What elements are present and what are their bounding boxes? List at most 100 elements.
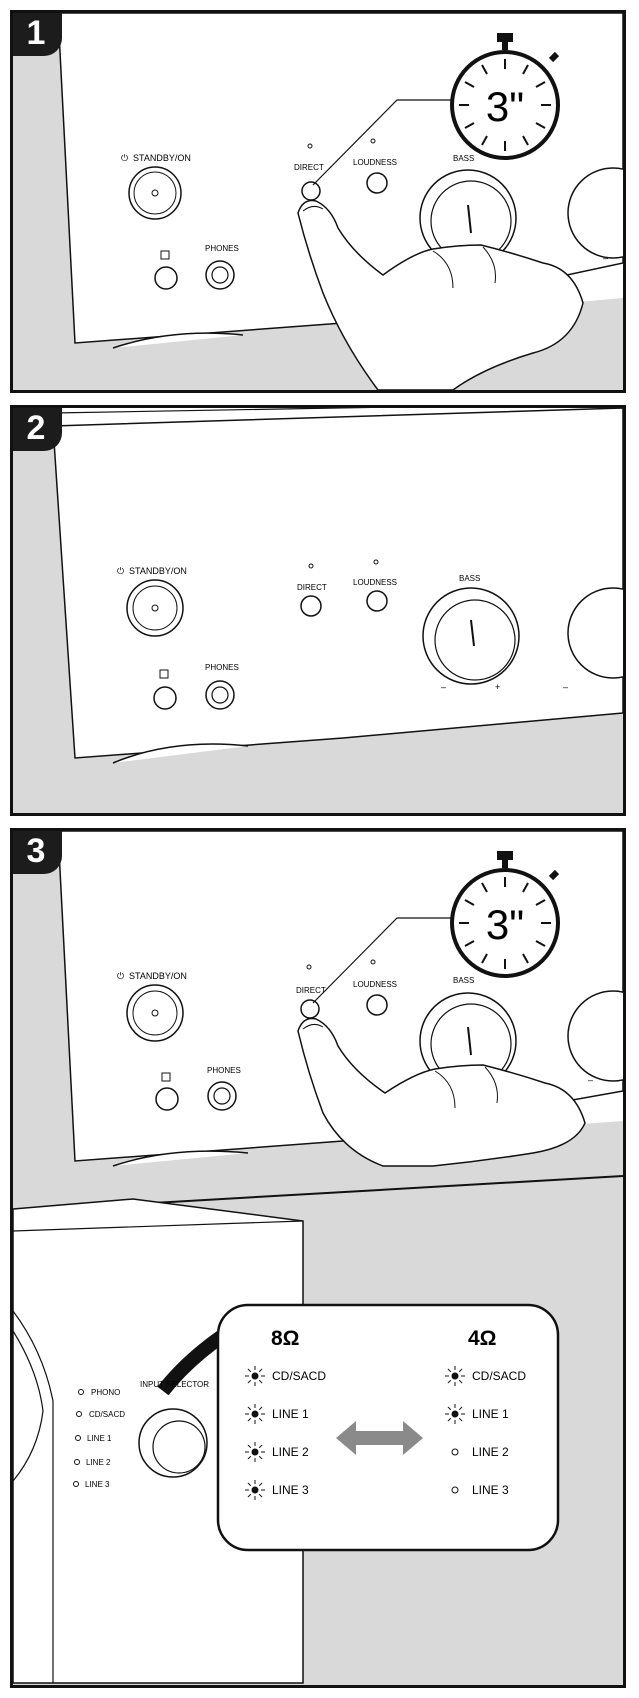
loudness-indicator bbox=[370, 959, 376, 965]
unlit-led-icon bbox=[451, 1448, 459, 1456]
standby-knob-inner bbox=[133, 171, 177, 215]
loudness-button bbox=[366, 590, 388, 612]
phones-jack-inner bbox=[211, 266, 229, 284]
bass-knob-inner bbox=[434, 599, 516, 681]
lit-led-icon bbox=[245, 1480, 265, 1500]
direct-label: DIRECT bbox=[294, 163, 324, 172]
hand bbox=[297, 1017, 586, 1167]
direct-indicator bbox=[308, 563, 314, 569]
input-led bbox=[73, 1481, 79, 1487]
step-1-illustration: ⏻ STANDBY/ON PHONES DIRECT LOUDNESS BASS… bbox=[13, 13, 623, 390]
standby-dot bbox=[151, 189, 159, 197]
direct-button bbox=[300, 999, 320, 1019]
phones-jack-inner bbox=[211, 686, 229, 704]
input-label-line-3: LINE 3 bbox=[85, 1480, 110, 1489]
floor bbox=[13, 408, 623, 813]
amplifier-front-panel bbox=[52, 408, 623, 759]
hand bbox=[297, 199, 584, 390]
loudness-button bbox=[366, 172, 388, 194]
ir-sensor bbox=[153, 686, 177, 710]
phones-label: PHONES bbox=[207, 1066, 241, 1075]
direct-button bbox=[300, 595, 322, 617]
foot bbox=[112, 1150, 249, 1167]
standby-label: STANDBY/ON bbox=[133, 153, 191, 163]
standby-power-icon: ⏻ bbox=[117, 971, 124, 981]
impedance-input-label: CD/SACD bbox=[272, 1369, 326, 1383]
phones-jack-inner bbox=[213, 1087, 231, 1105]
lit-led-icon bbox=[245, 1442, 265, 1462]
direct-label: DIRECT bbox=[297, 583, 327, 592]
input-led bbox=[78, 1389, 84, 1395]
foot bbox=[112, 743, 249, 764]
step-2-panel: 2 ⏻ STANDBY/ON PHONES DIRECT LOUDNESS BA… bbox=[10, 405, 626, 816]
standby-power-icon: ⏻ bbox=[121, 153, 128, 163]
standby-dot bbox=[151, 604, 159, 612]
knuckle bbox=[432, 250, 454, 289]
ir-icon bbox=[160, 250, 170, 260]
input-label-line-2: LINE 2 bbox=[86, 1458, 111, 1467]
ir-sensor bbox=[154, 266, 178, 290]
direct-indicator bbox=[307, 143, 313, 149]
ir-icon bbox=[159, 669, 169, 679]
bass-minus-label: – bbox=[441, 682, 446, 692]
loudness-indicator bbox=[370, 138, 376, 144]
input-list: PHONO CD/SACD LINE 1 LINE 2 LINE 3 bbox=[73, 1388, 125, 1489]
unlit-led-icon bbox=[451, 1486, 459, 1494]
impedance-input-label: LINE 3 bbox=[272, 1483, 309, 1497]
lit-led-icon bbox=[445, 1404, 465, 1424]
knuckle bbox=[484, 1066, 498, 1104]
impedance-input-label: LINE 2 bbox=[272, 1445, 309, 1459]
floor bbox=[13, 831, 623, 1211]
loudness-label: LOUDNESS bbox=[353, 980, 397, 989]
standby-power-icon: ⏻ bbox=[117, 566, 124, 576]
ir-icon bbox=[161, 1072, 171, 1082]
loudness-button bbox=[366, 994, 388, 1016]
treble-minus-label: – bbox=[603, 253, 608, 263]
input-selector-label: INPUT SELECTOR bbox=[140, 1380, 209, 1389]
impedance-input-label: LINE 2 bbox=[472, 1445, 509, 1459]
amplifier-top-edge bbox=[13, 1220, 304, 1232]
impedance-4-ohm-label: 4Ω bbox=[468, 1327, 497, 1350]
lit-led-icon bbox=[245, 1404, 265, 1424]
step-number-badge: 1 bbox=[13, 13, 62, 56]
step-3-panel: 3 ⏻ STANDBY/ON PHONES DIRECT LOUDNESS BA… bbox=[10, 828, 626, 1688]
treble-minus-label: – bbox=[563, 682, 568, 692]
timer-icon bbox=[450, 33, 560, 160]
timer-icon bbox=[450, 851, 560, 978]
loudness-indicator bbox=[373, 559, 379, 565]
treble-minus-label: – bbox=[588, 1075, 593, 1085]
standby-knob-inner bbox=[132, 990, 178, 1036]
lit-led-icon bbox=[445, 1366, 465, 1386]
standby-dot bbox=[151, 1009, 159, 1017]
impedance-callout bbox=[216, 1303, 560, 1552]
step-1-panel: 1 ⏻ STANDBY/ON PHONES DIRECT LOUDNESS BA… bbox=[10, 10, 626, 393]
input-led bbox=[76, 1411, 82, 1417]
step-number-badge: 2 bbox=[13, 408, 62, 451]
input-label-line-1: LINE 1 bbox=[87, 1434, 112, 1443]
direct-indicator bbox=[306, 964, 312, 970]
loudness-label: LOUDNESS bbox=[353, 578, 397, 587]
bass-indicator-line bbox=[467, 1026, 472, 1056]
callout-line bbox=[312, 917, 463, 1004]
treble-knob bbox=[567, 990, 623, 1082]
callout-line bbox=[312, 99, 463, 186]
bass-label: BASS bbox=[453, 154, 474, 163]
phones-label: PHONES bbox=[205, 663, 239, 672]
step-2-illustration: ⏻ STANDBY/ON PHONES DIRECT LOUDNESS BASS… bbox=[13, 408, 623, 813]
impedance-8-ohm-label: 8Ω bbox=[271, 1327, 300, 1350]
treble-knob bbox=[567, 587, 623, 679]
foot bbox=[112, 332, 244, 349]
fingernail bbox=[302, 1023, 324, 1030]
timer-duration: 3" bbox=[486, 83, 524, 130]
standby-label: STANDBY/ON bbox=[129, 971, 187, 981]
knuckle bbox=[482, 246, 496, 284]
impedance-input-label: CD/SACD bbox=[472, 1369, 526, 1383]
standby-label: STANDBY/ON bbox=[129, 566, 187, 576]
input-led bbox=[74, 1459, 80, 1465]
bass-label: BASS bbox=[453, 976, 474, 985]
floor bbox=[13, 13, 623, 390]
double-arrow-icon bbox=[336, 1421, 423, 1455]
step-number-badge: 3 bbox=[13, 831, 62, 874]
